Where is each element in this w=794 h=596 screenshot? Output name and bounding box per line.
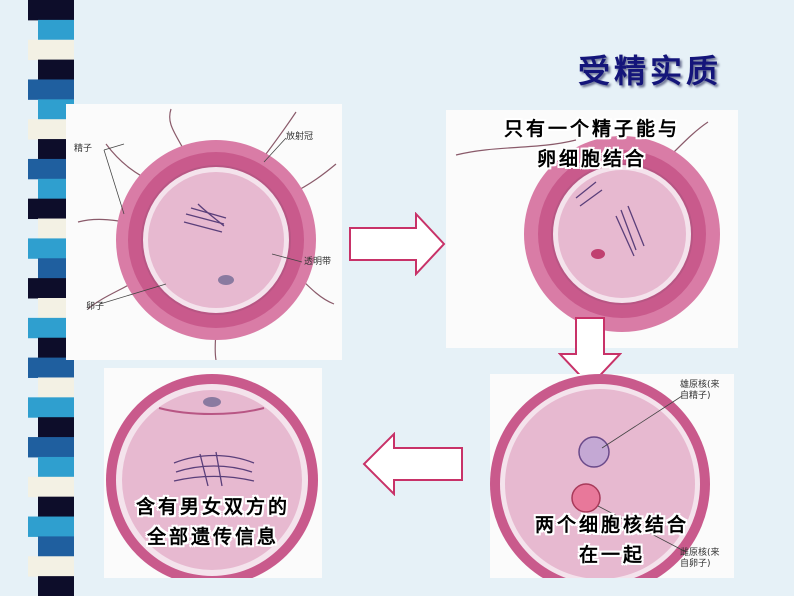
stripe-block	[38, 417, 74, 438]
stripe-block	[38, 59, 74, 80]
egg-cytoplasm	[505, 389, 695, 578]
panel-egg-with-sperm: 精子 放射冠 透明带 卵子	[66, 104, 342, 360]
label-egg: 卵子	[86, 302, 105, 312]
stripe-block	[38, 258, 74, 279]
stripe-block	[28, 79, 74, 100]
caption-line-1: 含有男女双方的	[135, 496, 290, 518]
caption-two-nuclei: 两个细胞核结合 在一起	[490, 510, 734, 570]
panel-pronuclei: 雄原核(来 自精子) 雌原核(来 自卵子) 两个细胞核结合 在一起	[490, 374, 734, 578]
sperm-head	[591, 249, 605, 259]
stripe-block	[38, 576, 74, 596]
polar-body	[203, 397, 221, 407]
polar-body	[218, 275, 234, 285]
arrow-down	[558, 317, 622, 388]
stripe-block	[38, 99, 74, 120]
stripe-block	[28, 516, 74, 537]
egg-with-sperm-illustration	[77, 108, 337, 360]
caption-one-sperm: 只有一个精子能与 卵细胞结合	[446, 114, 738, 174]
panel-sperm-penetration: 只有一个精子能与 卵细胞结合	[446, 110, 738, 348]
sperm-tail	[265, 111, 297, 155]
female-pronucleus	[571, 483, 601, 513]
stripe-block	[38, 496, 74, 518]
stripe-block	[38, 19, 74, 41]
caption-line-1: 两个细胞核结合	[534, 514, 689, 536]
stripe-block	[38, 456, 74, 478]
sperm-tail	[455, 139, 577, 156]
egg-cytoplasm	[558, 170, 686, 298]
stripe-block	[28, 0, 74, 21]
stripe-block	[38, 218, 74, 239]
stripe-block	[28, 357, 74, 378]
stripe-block	[38, 377, 74, 398]
decorative-stripe	[28, 0, 74, 596]
stripe-block	[28, 278, 74, 299]
stripe-block	[38, 337, 74, 359]
spindle	[615, 205, 645, 257]
label-female-pronucleus: 雌原核(来 自卵子)	[680, 548, 720, 570]
label-line-1: 雌原核(来	[680, 548, 720, 558]
caption-line-2: 卵细胞结合	[536, 148, 647, 170]
sperm-penetration-illustration	[455, 121, 720, 348]
label-line-1: 雄原核(来	[680, 380, 720, 390]
stripe-block	[28, 238, 74, 259]
stripe-block	[28, 158, 74, 180]
egg-cytoplasm	[148, 172, 284, 308]
stripe-block	[28, 119, 74, 140]
stripe-block	[28, 317, 74, 339]
label-line-2: 自精子)	[680, 391, 711, 401]
arrow-right	[349, 212, 446, 276]
stripe-block	[38, 536, 74, 557]
caption-line-1: 只有一个精子能与	[503, 118, 680, 140]
stripe-block	[28, 397, 74, 418]
zygote-illustration	[106, 374, 318, 578]
stripe-block	[28, 198, 74, 220]
spindle	[183, 203, 227, 233]
stripe-block	[28, 476, 74, 498]
egg-cytoplasm	[122, 390, 302, 570]
label-sperm: 精子	[74, 144, 93, 154]
spindle	[173, 451, 255, 487]
label-corona: 放射冠	[286, 132, 314, 142]
slide-title: 受精实质	[578, 52, 723, 90]
label-line-2: 自卵子)	[680, 559, 711, 569]
stripe-block	[28, 437, 74, 458]
stripe-block	[38, 298, 74, 319]
label-male-pronucleus: 雄原核(来 自精子)	[680, 380, 720, 402]
arrow-left	[362, 432, 463, 496]
caption-genetic-info: 含有男女双方的 全部遗传信息	[104, 492, 322, 552]
stripe-block	[38, 139, 74, 160]
stripe-block	[28, 556, 74, 577]
caption-line-2: 在一起	[578, 544, 645, 566]
male-pronucleus	[578, 436, 610, 468]
pronuclei-illustration	[490, 374, 710, 578]
panel-zygote: 含有男女双方的 全部遗传信息	[104, 368, 322, 578]
stripe-block	[38, 178, 74, 200]
chromosome-group	[575, 181, 603, 207]
caption-line-2: 全部遗传信息	[146, 526, 279, 548]
stripe-block	[28, 39, 74, 61]
label-zona: 透明带	[304, 257, 332, 267]
